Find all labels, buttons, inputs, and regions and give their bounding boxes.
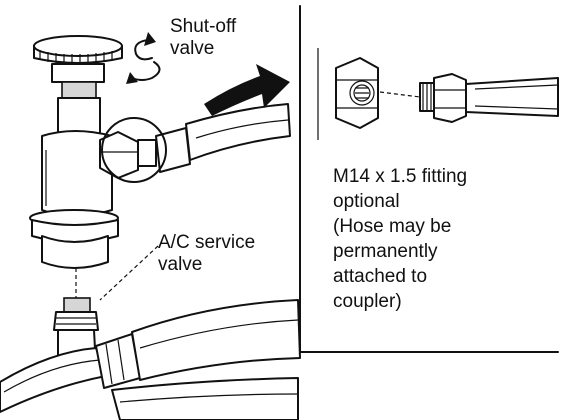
valve-body	[29, 97, 119, 269]
fitting-note: M14 x 1.5 fitting optional (Hose may be …	[333, 164, 467, 314]
fitting-note-line-4: permanently	[333, 241, 438, 262]
rotate-arrows-icon	[126, 32, 161, 84]
fitting-callout-circle	[101, 117, 167, 183]
fitting-note-line-2: optional	[333, 191, 400, 212]
side-port-fitting	[99, 103, 291, 183]
fitting-note-line-1: M14 x 1.5 fitting	[333, 166, 468, 187]
shutoff-valve-label: Shut-off valve	[170, 16, 236, 60]
service-valve-label-line-2: valve	[158, 254, 203, 275]
detail-inset-frame	[299, 5, 559, 353]
callout-arrow-icon	[204, 64, 290, 116]
service-hose	[95, 299, 301, 420]
fitting-note-line-3: (Hose may be	[333, 216, 452, 237]
inset-hose-fitting	[419, 73, 559, 123]
valve-knob	[33, 35, 123, 99]
service-valve	[0, 297, 107, 413]
shutoff-valve-label-line-2: valve	[170, 38, 215, 59]
service-valve-leader	[99, 245, 159, 301]
inset-nut	[317, 48, 379, 140]
service-valve-label: A/C service valve	[158, 232, 255, 276]
fitting-note-line-6: coupler)	[333, 291, 402, 312]
inset-axis-line	[379, 91, 421, 98]
fitting-note-line-5: attached to	[333, 266, 428, 287]
shutoff-valve-label-line-1: Shut-off	[170, 16, 237, 37]
service-valve-label-line-1: A/C service	[158, 232, 256, 253]
